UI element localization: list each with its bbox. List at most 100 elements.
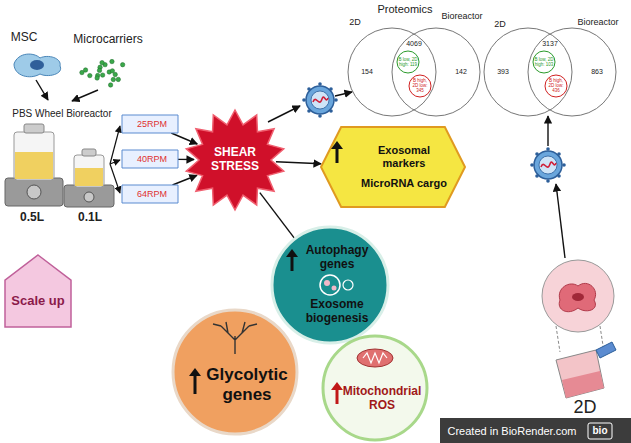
culture-label: 2D <box>573 397 596 418</box>
bioreactor-small <box>84 192 94 202</box>
shear-starburst: SHEAR STRESS <box>185 110 285 210</box>
node-text: Exosomal markers <box>358 144 450 169</box>
glycolysis-circle-outline <box>173 310 297 434</box>
microcarrier-beads <box>120 63 124 67</box>
node-text: 25RPM <box>137 119 167 129</box>
node-icon-part <box>194 374 197 394</box>
carrier-label: Microcarriers <box>73 33 142 47</box>
node-icon <box>331 141 343 163</box>
node-icon-part <box>357 349 393 367</box>
flow-arrow <box>173 175 197 185</box>
node-icon-part <box>331 141 343 149</box>
node-icon-part <box>331 382 343 390</box>
bioreactor-large <box>27 185 41 199</box>
node-icon-part <box>189 368 201 376</box>
bioreactor-small <box>64 185 114 207</box>
microcarrier-beads <box>88 73 92 77</box>
venn-set-label: 2D <box>494 19 506 29</box>
bioreactor-small <box>64 149 114 207</box>
bioreactor-large <box>5 178 63 206</box>
node-content: 25RPM <box>122 115 178 133</box>
bioreactor-small <box>74 155 104 187</box>
vesicle-icons <box>530 147 566 183</box>
rpm-box-outline <box>122 150 178 168</box>
venn-left <box>348 28 480 116</box>
node-content: 64RPM <box>122 185 178 203</box>
node-icon-part <box>336 388 339 404</box>
flow-arrow <box>276 162 321 164</box>
autophagy-circle-outline <box>272 227 388 343</box>
microcarrier-beads <box>80 59 125 87</box>
bioreactor-large <box>5 124 63 206</box>
node-text: Scale up <box>11 294 64 309</box>
node-text: Glycolytic genes <box>202 365 292 404</box>
volume-label: 0.5L <box>20 211 44 225</box>
microcarrier-beads <box>113 72 117 76</box>
flow-arrow <box>171 133 197 144</box>
watermark: Created in BioRender.com <box>447 425 576 438</box>
microcarrier-beads <box>80 70 84 74</box>
exosome-hexagon-outline <box>321 127 465 207</box>
msc-cell <box>14 54 61 77</box>
rpm-box-outline <box>122 185 178 203</box>
venn-left <box>397 51 419 73</box>
node-content: Glycolytic genes <box>173 310 297 434</box>
node-content: Mitochondrial ROS <box>323 336 427 440</box>
ros-circle: Mitochondrial ROS <box>323 336 427 440</box>
volume-label: 0.1L <box>78 211 102 225</box>
culture-2d-icon <box>596 342 616 358</box>
node-icon-part <box>363 353 387 363</box>
venn-set-label: 2D <box>349 17 361 27</box>
msc-cell <box>14 54 61 77</box>
scale-up-pentagon-shape <box>5 255 71 327</box>
input-arrows <box>36 80 48 100</box>
bioreactor-small <box>75 168 103 186</box>
autophagy-circle: Autophagy genesExosome biogenesis <box>272 227 388 343</box>
shear-starburst-outline <box>186 110 283 210</box>
biorender-badge <box>588 423 612 439</box>
node-content: SHEAR STRESS <box>185 110 285 210</box>
venn-subset-label: B high, 2D low: 436 <box>546 78 566 94</box>
culture-2d-icon <box>542 260 614 332</box>
venn-count: 142 <box>455 68 467 76</box>
biorender-badge <box>440 418 631 443</box>
node-content: 40RPM <box>122 150 178 168</box>
flow-arrows <box>556 184 565 258</box>
microcarrier-beads <box>111 77 115 81</box>
microcarrier-beads <box>100 73 104 77</box>
vesicle-icons <box>302 82 338 118</box>
node-icon-part <box>291 255 294 271</box>
venn-set-label: Bioreactor <box>441 11 482 21</box>
node-content: Exosomal markersMicroRNA cargo <box>321 127 465 207</box>
glycolysis-circle: Glycolytic genes <box>173 310 297 434</box>
culture-2d-icon <box>556 326 604 352</box>
rpm-arrows <box>110 160 120 164</box>
venn-count: 3137 <box>542 40 558 48</box>
node-icon-part <box>213 322 257 354</box>
node-content: Scale up <box>5 255 71 327</box>
venn-left <box>409 75 431 97</box>
venn-subset-label: B low, 2D high: 119 <box>398 57 418 67</box>
bioreactor-large <box>15 152 53 179</box>
node-text: Autophagy genes <box>298 244 376 272</box>
msc-cell <box>30 60 44 70</box>
culture-2d-icon <box>542 260 616 398</box>
venn-count: 863 <box>591 68 603 76</box>
venn-right <box>533 51 555 73</box>
flow-arrows <box>547 116 548 146</box>
venn-subset-label: B high, 2D low: 345 <box>410 78 430 94</box>
node-icon-part <box>320 275 340 295</box>
node-text: Exosome biogenesis <box>298 298 376 326</box>
culture-2d-icon <box>556 350 604 398</box>
scale-up-pentagon-outline <box>5 255 71 327</box>
venn-count: 4069 <box>406 40 422 48</box>
node-icon-part <box>343 280 353 290</box>
culture-2d-icon <box>562 371 604 398</box>
rpm-box-outline <box>122 115 178 133</box>
culture-2d-icon <box>572 293 584 301</box>
microcarrier-beads <box>110 69 114 73</box>
section-title: Proteomics <box>377 3 432 16</box>
flow-arrow <box>178 159 194 161</box>
ros-circle-outline <box>323 336 427 440</box>
rpm-arrows <box>110 126 120 193</box>
